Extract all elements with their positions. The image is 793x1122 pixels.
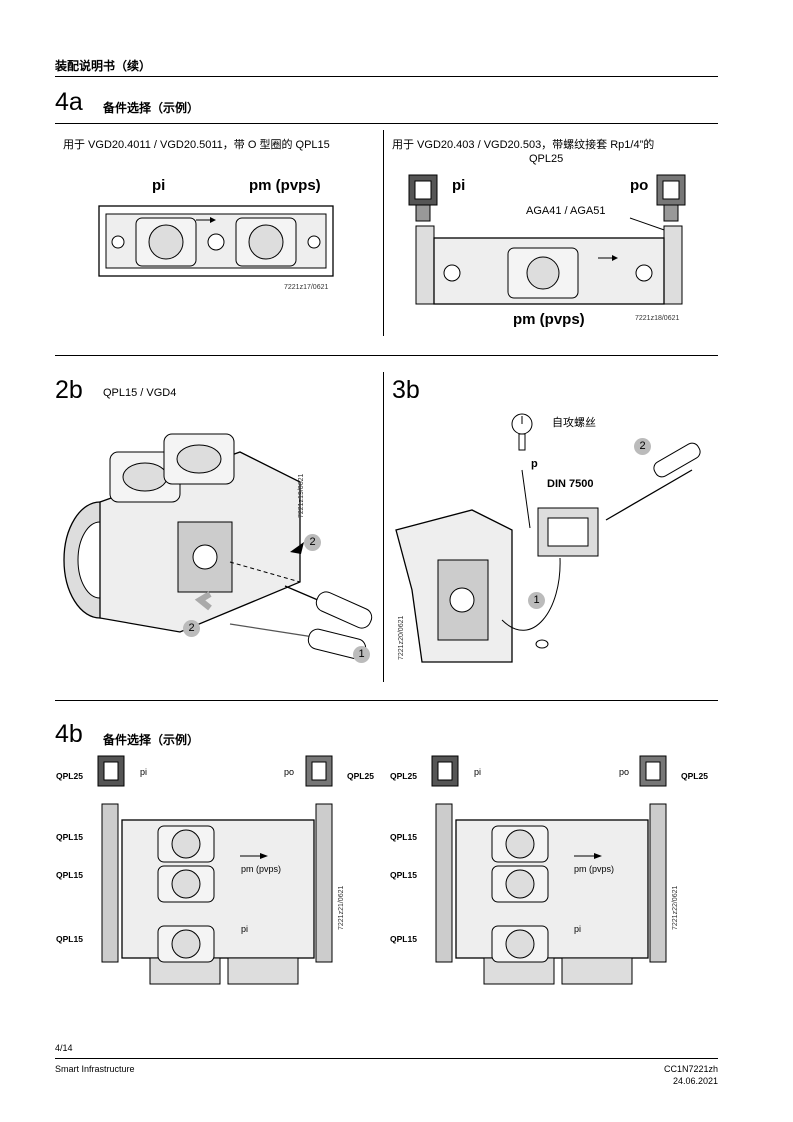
label-po: po — [619, 767, 630, 777]
section-2b-number: 2b — [55, 376, 83, 404]
section-4a-left-caption: 用于 VGD20.4011 / VGD20.5011，带 O 型圈的 QPL15 — [63, 139, 330, 151]
step-1-marker: 1 — [528, 592, 545, 609]
footer-rule — [55, 1058, 718, 1059]
label-p: p — [531, 458, 538, 470]
label-pi: pi — [152, 177, 166, 194]
label-qpl25: QPL25 — [681, 771, 708, 781]
qpl25-pressure-switch-pi — [408, 174, 438, 222]
section-4a-right-caption-1: 用于 VGD20.403 / VGD20.503，带螺纹接套 Rp1/4”的 — [392, 139, 655, 151]
figure-code: 7221z22/0621 — [672, 885, 679, 930]
footer-date: 24.06.2021 — [672, 1076, 718, 1086]
section-4a-rule — [55, 123, 718, 124]
figure-code: 7221z18/0621 — [635, 315, 680, 322]
label-din: DIN 7500 — [547, 478, 594, 490]
label-pi: pi — [574, 924, 582, 934]
label-pi: pi — [140, 767, 148, 777]
pressure-switch-mounting-illustration — [395, 442, 701, 663]
step-2-marker: 2 — [304, 534, 321, 551]
label-self-tapping-screw: 自攻螺丝 — [552, 417, 596, 429]
label-qpl25: QPL25 — [56, 771, 83, 781]
section-4a-divider — [383, 130, 384, 336]
label-pi: pi — [241, 924, 249, 934]
figure-code: 7221z19/0621 — [298, 473, 305, 518]
page-number: 4/14 — [55, 1043, 73, 1053]
figure-code: 7221z21/0621 — [338, 885, 345, 930]
step-1-marker: 1 — [353, 646, 370, 663]
label-pm: pm (pvps) — [513, 311, 585, 328]
document-header-title: 装配说明书（续） — [55, 59, 152, 73]
section-4a-right-caption-2: QPL25 — [529, 153, 564, 165]
section-4a-title: 备件选择（示例） — [103, 101, 200, 115]
label-qpl25: QPL25 — [390, 771, 417, 781]
label-pi: pi — [474, 767, 482, 777]
label-qpl25: QPL25 — [347, 771, 374, 781]
section-3b-number: 3b — [392, 376, 420, 404]
header-rule — [55, 76, 718, 77]
section-rule — [55, 355, 718, 356]
label-qpl15: QPL15 — [390, 870, 417, 880]
figure-code: 7221z20/0621 — [398, 615, 405, 660]
section-2b-subtitle: QPL15 / VGD4 — [103, 387, 177, 399]
multi-valve-assembly-left — [97, 755, 333, 985]
pressure-gauge-icon — [511, 413, 533, 451]
label-pm: pm (pvps) — [574, 864, 615, 874]
valve-with-pressure-switch-illustration — [63, 433, 373, 660]
qpl25-pressure-switch-po — [656, 174, 686, 222]
label-qpl15: QPL15 — [390, 832, 417, 842]
footer-company: Smart Infrastructure — [55, 1064, 135, 1074]
section-4a-number: 4a — [55, 88, 83, 116]
label-aga: AGA41 / AGA51 — [526, 205, 606, 217]
section-4b-number: 4b — [55, 720, 83, 748]
label-qpl15: QPL15 — [390, 934, 417, 944]
step-2-marker: 2 — [183, 620, 200, 637]
label-qpl15: QPL15 — [56, 832, 83, 842]
section-4b-title: 备件选择（示例） — [103, 733, 200, 747]
label-qpl15: QPL15 — [56, 934, 83, 944]
label-pm: pm (pvps) — [249, 177, 321, 194]
valve-block-top-view-left — [98, 205, 334, 277]
footer-doc-id: CC1N7221zh — [663, 1064, 718, 1074]
label-qpl15: QPL15 — [56, 870, 83, 880]
label-pi: pi — [452, 177, 466, 194]
section-rule — [55, 700, 718, 701]
step-2-marker: 2 — [634, 438, 651, 455]
label-pm: pm (pvps) — [241, 864, 282, 874]
label-po: po — [630, 177, 649, 194]
figure-code: 7221z17/0621 — [284, 284, 329, 291]
section-2b-divider — [383, 372, 384, 682]
label-po: po — [284, 767, 295, 777]
multi-valve-assembly-right — [431, 755, 667, 985]
valve-block-top-view-right — [415, 217, 683, 305]
